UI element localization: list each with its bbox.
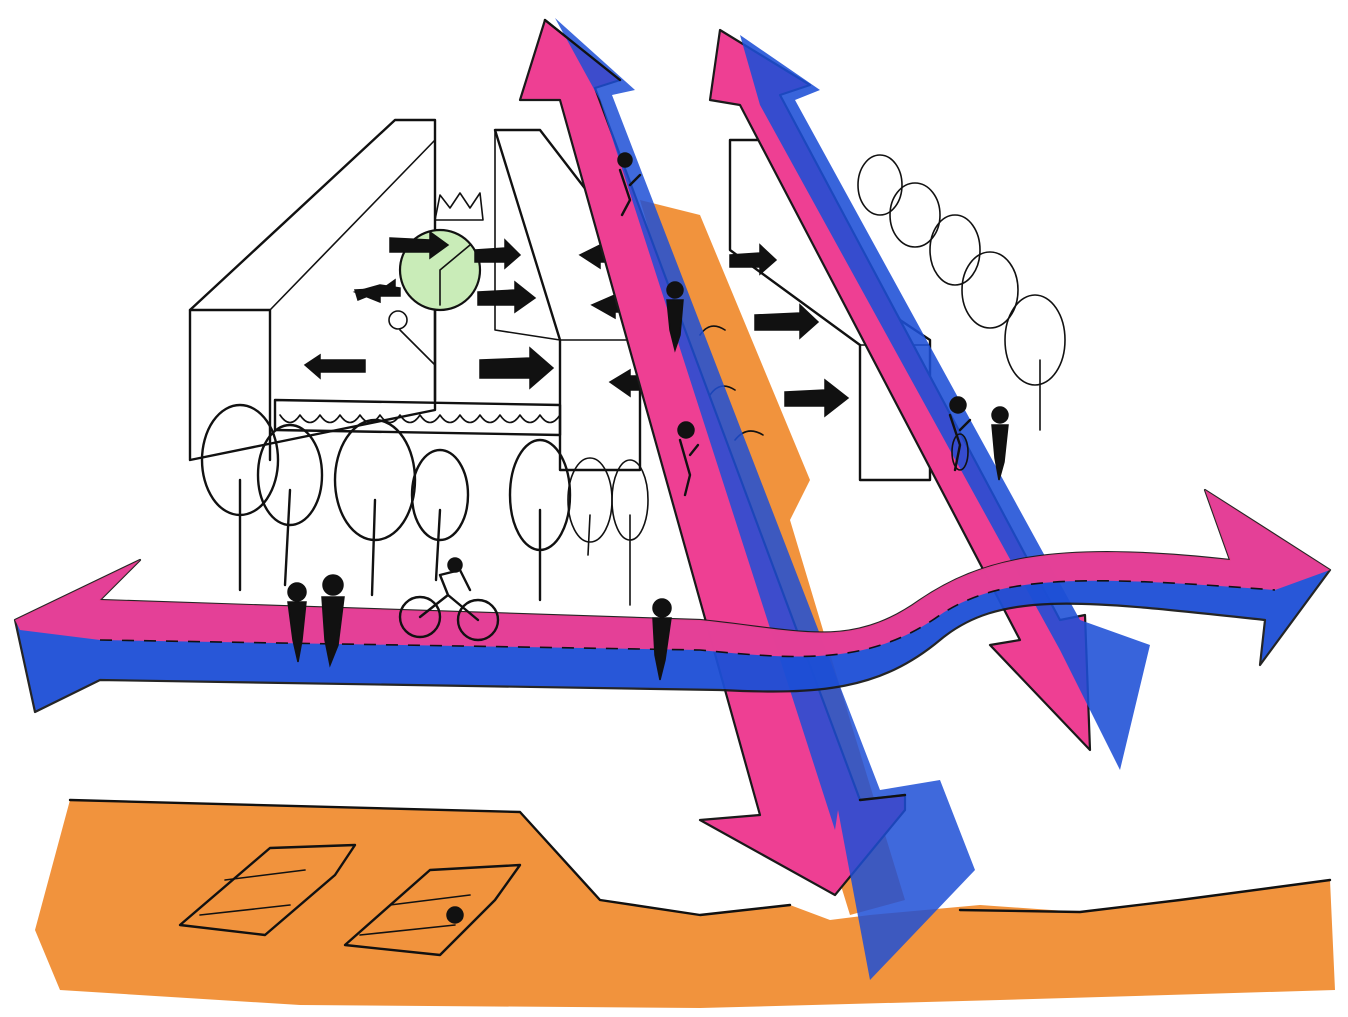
tree-icon (568, 458, 612, 555)
tree-icon (202, 405, 278, 590)
diagonal-arrow-left (520, 18, 975, 980)
tree-icon (258, 425, 322, 585)
tree-icon (335, 420, 415, 595)
street-area (35, 800, 1335, 1008)
canopy (275, 400, 560, 435)
crown-icon (435, 193, 483, 220)
tree-icon (612, 460, 648, 605)
